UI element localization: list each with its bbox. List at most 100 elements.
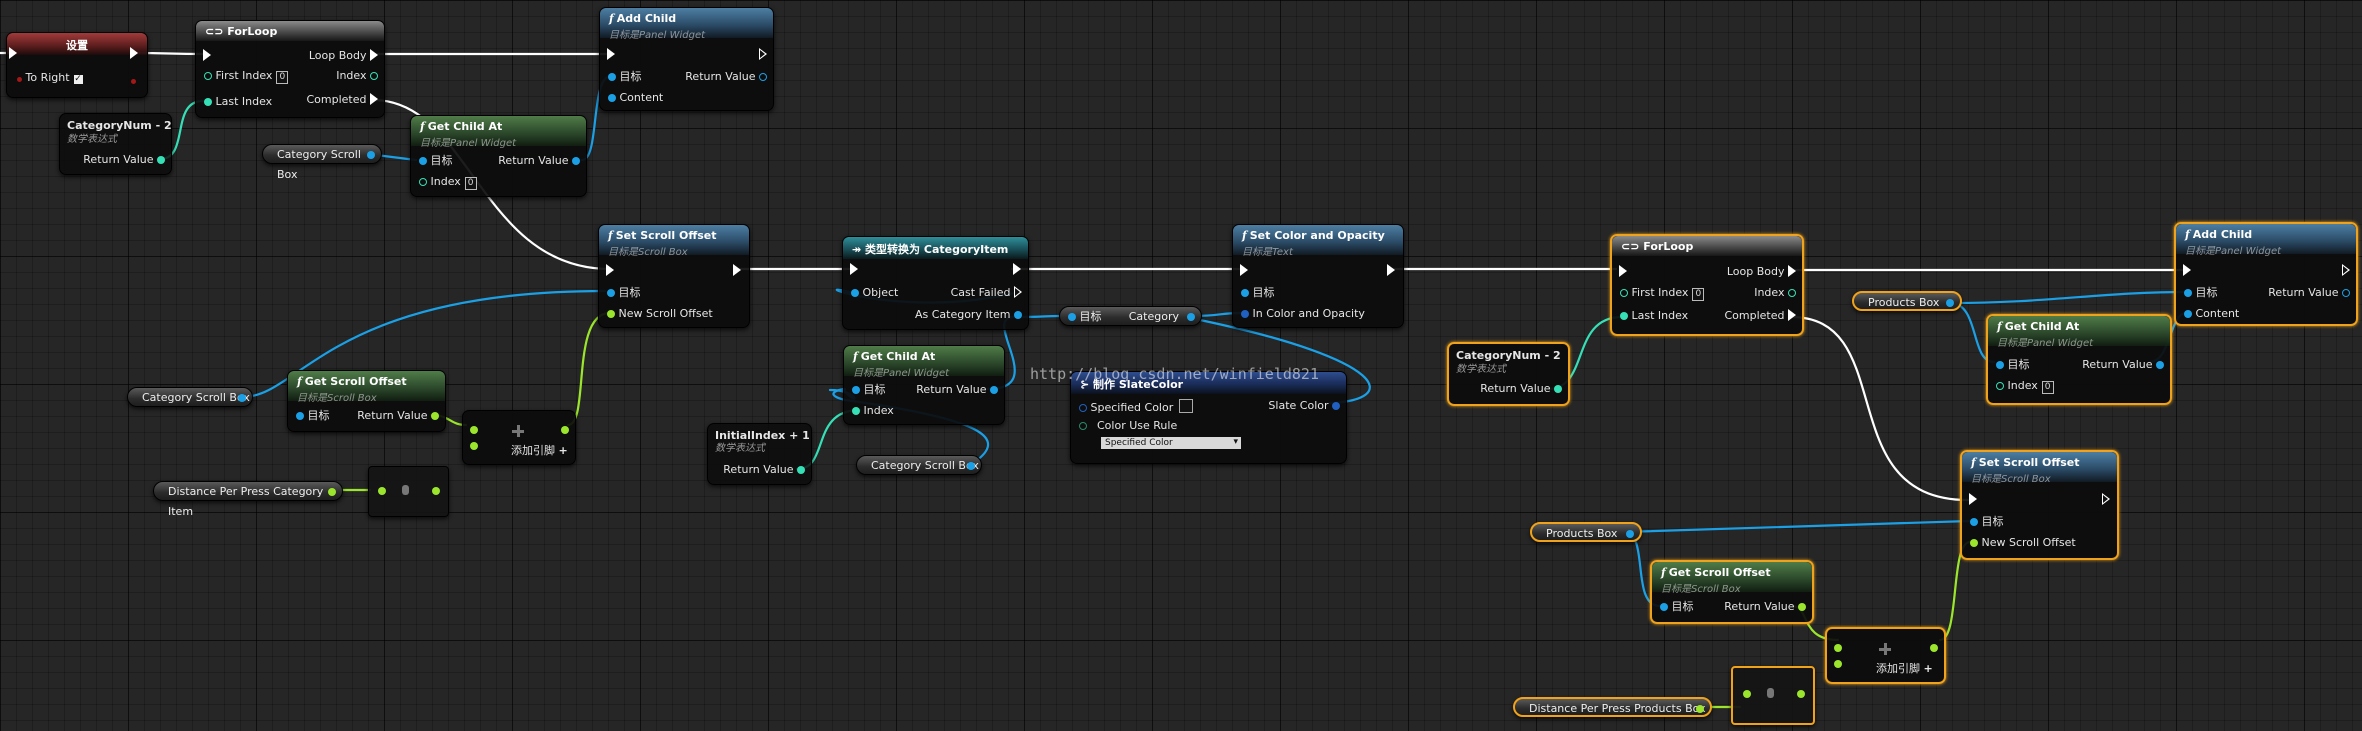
get-child-2-index[interactable]: Index: [852, 404, 894, 418]
multiply-1-output[interactable]: [432, 484, 440, 498]
set-scroll-2-new-offset[interactable]: New Scroll Offset: [1970, 536, 2076, 550]
cast-as-item[interactable]: As Category Item: [915, 308, 1022, 322]
multiply-node-2[interactable]: [1731, 666, 1815, 725]
index-value[interactable]: 0: [2041, 381, 2054, 394]
cast-failed[interactable]: Cast Failed: [951, 286, 1022, 300]
first-index-value[interactable]: 0: [276, 71, 289, 84]
set-scroll-1-exec-in[interactable]: [606, 264, 614, 278]
set-exec-in[interactable]: [9, 47, 17, 61]
category-scroll-box-var-1[interactable]: Category Scroll Box: [262, 144, 382, 181]
forloop-2-exec-in[interactable]: [1619, 265, 1627, 279]
forloop-2-loop-body[interactable]: Loop Body: [1727, 265, 1796, 279]
products-box-var-1[interactable]: Products Box: [1852, 291, 1962, 311]
add-1-input-a[interactable]: [470, 423, 478, 437]
set-scroll-2-exec-in[interactable]: [1969, 493, 1977, 507]
slate-color-output[interactable]: Slate Color: [1268, 399, 1340, 413]
slate-color-rule-dropdown[interactable]: Specified Color: [1101, 435, 1241, 449]
initial-index-node[interactable]: InitialIndex + 1 数学表达式 Return Value: [707, 423, 812, 485]
add-1-input-b[interactable]: [470, 439, 478, 453]
index-value[interactable]: 0: [464, 177, 477, 190]
get-child-3-target[interactable]: 目标: [1996, 358, 2030, 372]
category-num-1-return[interactable]: Return Value: [83, 153, 165, 167]
forloop-1-completed[interactable]: Completed: [307, 93, 378, 107]
set-scroll-1-target[interactable]: 目标: [607, 286, 641, 300]
set-color-exec-in[interactable]: [1240, 264, 1248, 278]
add-child-1-target[interactable]: 目标: [608, 70, 642, 84]
set-color-exec-out[interactable]: [1387, 264, 1395, 278]
cast-object[interactable]: Object: [851, 286, 898, 300]
add-float-node-2[interactable]: 添加引脚 +: [1825, 627, 1946, 684]
first-index-value[interactable]: 0: [1692, 288, 1705, 301]
set-color-target[interactable]: 目标: [1241, 286, 1275, 300]
set-node[interactable]: 设置 To Right✓: [6, 32, 148, 98]
add-child-1-exec-in[interactable]: [607, 48, 615, 62]
multiply-2-output[interactable]: [1797, 687, 1805, 701]
set-scroll-1-new-offset[interactable]: New Scroll Offset: [607, 307, 713, 321]
slate-color-specified[interactable]: Specified Color: [1079, 399, 1194, 415]
initial-index-return[interactable]: Return Value: [723, 463, 805, 477]
category-num-node-2[interactable]: CategoryNum - 2 数学表达式 Return Value: [1447, 342, 1570, 406]
forloop-2-completed[interactable]: Completed: [1725, 309, 1796, 323]
set-exec-out[interactable]: [130, 47, 138, 61]
add-child-1-return[interactable]: Return Value: [685, 70, 767, 84]
category-scroll-box-var-3[interactable]: Category Scroll Box: [856, 455, 982, 475]
category-num-node-1[interactable]: CategoryNum - 2 数学表达式 Return Value: [59, 113, 172, 175]
get-child-3-return[interactable]: Return Value: [2082, 358, 2164, 372]
add-1-output[interactable]: [561, 423, 569, 437]
set-scroll-2-exec-out[interactable]: [2102, 493, 2110, 507]
add-pin-button-1[interactable]: 添加引脚 +: [511, 444, 568, 457]
add-float-node-1[interactable]: 添加引脚 +: [462, 410, 576, 465]
category-scroll-box-var-2[interactable]: Category Scroll Box: [127, 387, 253, 407]
add-child-2-exec-in[interactable]: [2183, 264, 2191, 278]
checkbox-icon[interactable]: ✓: [73, 74, 83, 84]
get-child-2-target[interactable]: 目标: [852, 383, 886, 397]
forloop-1-index[interactable]: Index: [336, 69, 378, 83]
products-box-var-2[interactable]: Products Box: [1530, 522, 1642, 542]
get-scroll-2-return[interactable]: Return Value: [1724, 600, 1806, 614]
multiply-node-1[interactable]: [368, 466, 449, 517]
add-child-2-target[interactable]: 目标: [2184, 286, 2218, 300]
set-color-in-color[interactable]: In Color and Opacity: [1241, 307, 1365, 321]
get-child-2-return[interactable]: Return Value: [916, 383, 998, 397]
set-scroll-1-exec-out[interactable]: [733, 264, 741, 278]
category-getter-node[interactable]: 目标 Category: [1059, 306, 1202, 326]
forloop-2-index[interactable]: Index: [1754, 286, 1796, 300]
distance-per-press-category-var[interactable]: Distance Per Press Category Item: [153, 481, 343, 518]
category-num-2-return[interactable]: Return Value: [1480, 382, 1562, 396]
add-child-1-exec-out[interactable]: [759, 48, 767, 62]
get-child-1-target[interactable]: 目标: [419, 154, 453, 168]
add-pin-button-2[interactable]: 添加引脚 +: [1876, 662, 1933, 675]
get-child-1-return[interactable]: Return Value: [498, 154, 580, 168]
add-2-input-b[interactable]: [1834, 657, 1842, 671]
color-swatch[interactable]: [1179, 399, 1194, 413]
cast-to-category-item-node[interactable]: ↠ 类型转换为 CategoryItem Object Cast Failed …: [842, 236, 1029, 330]
get-scroll-1-return[interactable]: Return Value: [357, 409, 439, 423]
add-child-2-return[interactable]: Return Value: [2268, 286, 2350, 300]
get-scroll-1-target[interactable]: 目标: [296, 409, 330, 423]
add-child-2-exec-out[interactable]: [2342, 264, 2350, 278]
forloop-2-last-index[interactable]: Last Index: [1620, 309, 1688, 323]
add-2-input-a[interactable]: [1834, 641, 1842, 655]
cast-exec-in[interactable]: [850, 263, 858, 277]
forloop-1-exec-in[interactable]: [203, 49, 211, 63]
add-child-1-content[interactable]: Content: [608, 91, 663, 105]
add-child-2-content[interactable]: Content: [2184, 307, 2239, 321]
add-2-output[interactable]: [1930, 641, 1938, 655]
multiply-2-input[interactable]: [1743, 687, 1751, 701]
